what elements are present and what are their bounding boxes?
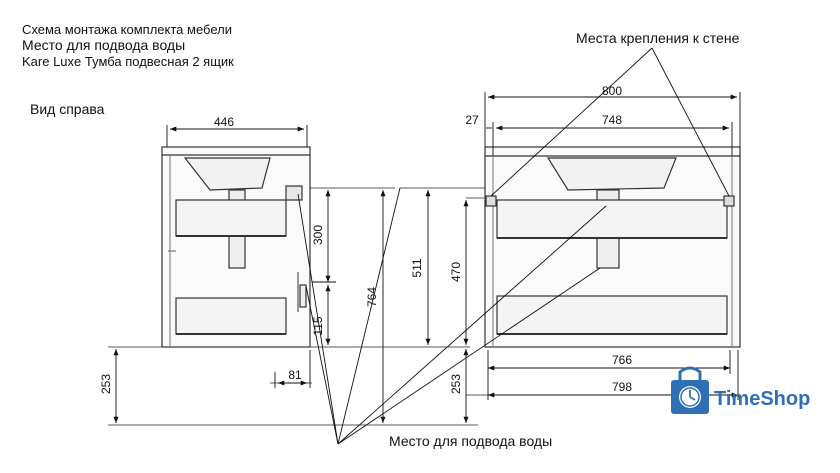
dim-height-115: 115 [311, 316, 325, 335]
timeshop-logo: TimeShop [671, 366, 810, 414]
dim-height-764: 764 [365, 287, 379, 307]
dim-height-511: 511 [410, 258, 424, 277]
shopping-bag-clock-icon [671, 366, 709, 414]
header-title: Схема монтажа комплекта мебели [22, 22, 232, 37]
side-view-cabinet [161, 146, 311, 348]
dim-floor-253-front: 253 [449, 374, 463, 394]
dim-floor-253-side: 253 [99, 374, 113, 394]
side-view-label: Вид справа [30, 101, 105, 117]
dim-width-766: 766 [612, 353, 632, 367]
dim-offset-81: 81 [288, 368, 302, 382]
front-view-dimensions [425, 92, 741, 423]
dim-width-748: 748 [602, 113, 622, 127]
front-view-cabinet [484, 146, 741, 348]
wall-mount-label: Места крепления к стене [576, 30, 740, 46]
header-product: Kare Luxe Тумба подвесная 2 ящик [22, 54, 234, 69]
header-subtitle: Место для подвода воды [22, 37, 186, 53]
water-supply-leaders [297, 187, 607, 445]
wall-mount-leaders [490, 47, 730, 197]
dim-width-800: 800 [602, 84, 622, 98]
side-view-dimensions [113, 125, 386, 423]
logo-brand: TimeShop [714, 388, 810, 410]
dim-height-300: 300 [311, 225, 325, 245]
water-supply-label: Место для подвода воды [389, 433, 552, 449]
dim-width-446: 446 [214, 115, 234, 129]
dim-width-798: 798 [612, 380, 632, 394]
dim-height-470: 470 [449, 262, 463, 282]
dim-offset-27: 27 [465, 113, 479, 127]
